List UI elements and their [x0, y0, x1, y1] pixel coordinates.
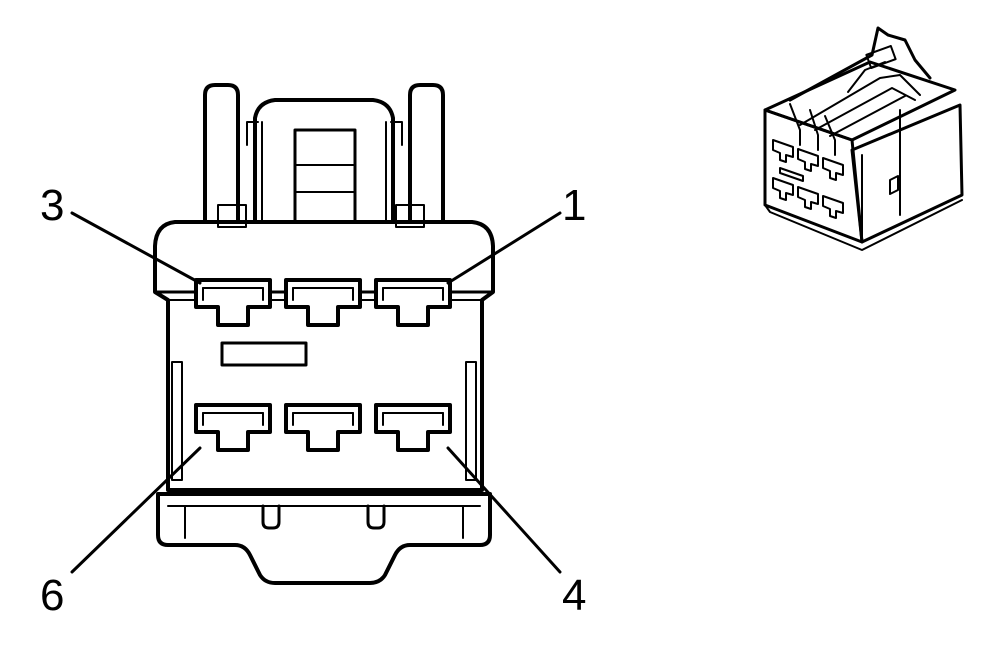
latch-tab-right	[395, 204, 425, 228]
leader-line-6	[70, 446, 202, 574]
bottom-skirt	[156, 492, 492, 585]
leader-line-4	[446, 446, 562, 574]
terminal-cavity-4	[374, 403, 452, 452]
side-rib-left	[171, 361, 183, 481]
terminal-cavity-5	[284, 403, 362, 452]
terminal-cavity-1	[374, 278, 452, 327]
pin-label-6: 6	[40, 571, 64, 620]
connector-face: 3 1 6 4	[40, 83, 586, 620]
lock-tab	[293, 128, 357, 224]
housing-body	[153, 220, 495, 492]
pin-label-4: 4	[562, 571, 586, 620]
connector-isometric-view	[763, 26, 964, 251]
terminal-cavity-3	[194, 278, 272, 327]
latch-tab-left	[217, 204, 247, 228]
leader-line-3	[70, 211, 202, 285]
leader-line-1	[446, 211, 562, 285]
terminal-cavity-2	[284, 278, 362, 327]
lever-arm-left	[203, 83, 240, 224]
top-lock	[253, 98, 395, 224]
terminal-cavity-6	[194, 403, 272, 452]
polarizing-key	[220, 341, 308, 367]
lever-arm-right	[408, 83, 445, 224]
pin-label-3: 3	[40, 181, 64, 230]
pin-label-1: 1	[562, 181, 586, 230]
side-rib-right	[465, 361, 477, 481]
